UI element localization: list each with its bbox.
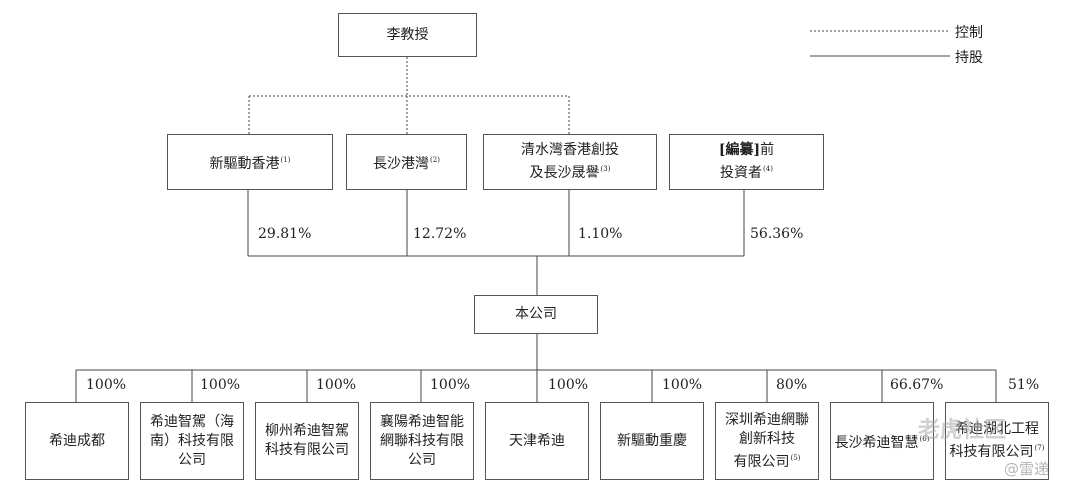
- footnote-marker: (2): [430, 155, 440, 164]
- shareholder-name: 新驅動香港: [209, 155, 280, 172]
- subsidiary-name-line2: 創新科技: [739, 430, 795, 447]
- company-box: 本公司: [474, 295, 598, 334]
- footnote-marker: (7): [1034, 444, 1045, 452]
- subsidiary-name-line1: 深圳希迪網聯: [725, 411, 809, 428]
- subsidiary-name-line1: 襄陽希迪智能: [380, 413, 464, 430]
- subsidiary-name-line1: 希迪智駕（海: [150, 413, 234, 430]
- subsidiary-percent: 51%: [1008, 377, 1040, 393]
- subsidiary-holding-lines: [75, 334, 997, 402]
- shareholding-percent: 12.72%: [413, 226, 467, 242]
- controller-box: 李教授: [338, 13, 477, 57]
- subsidiary-name: 新驅動重慶: [617, 432, 687, 449]
- subsidiary-name-line2: 南）科技有限: [150, 432, 234, 449]
- shareholding-percent: 29.81%: [258, 226, 312, 242]
- subsidiary-name-line2: 科技有限公司: [265, 442, 349, 458]
- shareholder-box: 長沙港灣(2): [346, 134, 467, 190]
- subsidiary-name: 希迪成都: [49, 432, 105, 449]
- subsidiary-box: 柳州希迪智駕 科技有限公司: [255, 402, 359, 480]
- subsidiary-box: 希迪智駕（海 南）科技有限 公司: [140, 402, 244, 480]
- subsidiary-percent: 66.67%: [890, 377, 944, 393]
- shareholder-box: 清水灣香港創投 及長沙晟譽(3): [483, 134, 657, 190]
- subsidiary-name-line3: 有限公司: [733, 453, 790, 470]
- footnote-marker: (5): [790, 453, 801, 462]
- legend-holding-label: 持股: [955, 50, 983, 66]
- subsidiary-name-line2: 科技有限公司: [949, 444, 1034, 460]
- subsidiary-percent: 100%: [548, 377, 589, 393]
- subsidiary-percent: 100%: [200, 377, 241, 393]
- subsidiary-box: 新驅動重慶: [600, 402, 704, 480]
- subsidiary-name-line2: 網聯科技有限: [380, 432, 464, 449]
- subsidiary-percent: 100%: [662, 377, 703, 393]
- company-name: 本公司: [515, 306, 557, 322]
- shareholder-box: [編纂]前 投資者(4): [669, 134, 824, 190]
- watermark-handle: @雷递: [1004, 460, 1050, 478]
- shareholding-percent: 1.10%: [578, 226, 623, 242]
- subsidiary-name: 天津希迪: [509, 432, 565, 449]
- subsidiary-name-line3: 公司: [408, 451, 436, 468]
- subsidiary-percent: 80%: [776, 377, 808, 393]
- footnote-marker: (4): [763, 165, 773, 173]
- subsidiary-name-line1: 柳州希迪智駕: [265, 423, 349, 439]
- subsidiary-box: 長沙希迪智慧(6): [830, 402, 934, 480]
- shareholder-box: 新驅動香港(1): [167, 134, 333, 190]
- watermark-text: 老虎社区: [918, 418, 1007, 443]
- shareholder-name-line1: 清水灣香港創投: [521, 142, 619, 158]
- subsidiary-box: 深圳希迪網聯 創新科技 有限公司(5): [715, 402, 819, 480]
- subsidiary-box: 希迪湖北工程 科技有限公司(7): [945, 402, 1049, 480]
- subsidiary-box: 襄陽希迪智能 網聯科技有限 公司: [370, 402, 474, 480]
- shareholder-name-line1: 前: [760, 142, 775, 158]
- controller-name: 李教授: [386, 26, 429, 43]
- subsidiary-box: 天津希迪: [485, 402, 589, 480]
- footnote-marker: (1): [280, 155, 291, 164]
- redacted-label: [編纂]: [718, 142, 761, 158]
- subsidiary-name: 長沙希迪智慧: [834, 434, 919, 451]
- subsidiary-name-line1: 希迪湖北工程: [954, 421, 1039, 437]
- legend-control-label: 控制: [955, 25, 983, 41]
- footnote-marker: (3): [600, 165, 611, 173]
- subsidiary-percent: 100%: [316, 377, 357, 393]
- subsidiary-box: 希迪成都: [25, 402, 129, 480]
- control-lines: [248, 57, 570, 134]
- shareholder-name-line2: 及長沙晟譽: [529, 165, 600, 181]
- subsidiary-percent: 100%: [430, 377, 471, 393]
- shareholder-name: 長沙港灣: [373, 155, 430, 172]
- shareholder-name-line2: 投資者: [720, 165, 763, 181]
- footnote-marker: (6): [919, 434, 930, 443]
- shareholding-percent: 56.36%: [750, 226, 804, 242]
- shareholder-holding-lines: [247, 190, 745, 295]
- subsidiary-name-line3: 公司: [178, 451, 206, 468]
- subsidiary-percent: 100%: [86, 377, 127, 393]
